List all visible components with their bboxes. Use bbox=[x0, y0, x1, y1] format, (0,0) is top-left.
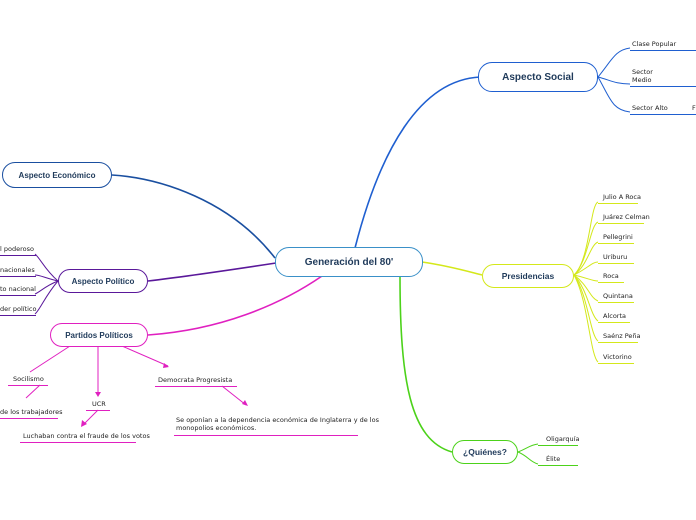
connector-social-sector-medio bbox=[597, 76, 631, 85]
underline bbox=[598, 243, 634, 244]
politico-item-2[interactable]: nacionales bbox=[0, 266, 35, 274]
underline bbox=[86, 410, 110, 411]
underline bbox=[598, 282, 624, 283]
node-partidos-politicos[interactable]: Partidos Políticos bbox=[50, 323, 148, 347]
presidente-9[interactable]: Victorino bbox=[603, 353, 632, 361]
node-aspecto-social[interactable]: Aspecto Social bbox=[478, 62, 598, 92]
partido-socialismo[interactable]: Socilismo bbox=[13, 375, 44, 383]
connector-politico bbox=[147, 262, 277, 282]
underline bbox=[0, 418, 58, 419]
underline bbox=[538, 445, 578, 446]
connector-presidencias bbox=[421, 261, 483, 276]
underline bbox=[538, 465, 578, 466]
democrata-detail[interactable]: Se oponían a la dependencia económica de… bbox=[176, 416, 379, 432]
underline bbox=[598, 342, 638, 343]
social-item-cut[interactable]: F bbox=[692, 104, 696, 112]
node-presidencias[interactable]: Presidencias bbox=[482, 264, 574, 288]
underline bbox=[174, 435, 358, 436]
underline bbox=[8, 385, 48, 386]
underline bbox=[20, 442, 136, 443]
presidente-1[interactable]: Julio A Roca bbox=[603, 193, 641, 201]
politico-item-4[interactable]: der político bbox=[0, 305, 37, 313]
node-aspecto-economico[interactable]: Aspecto Económico bbox=[2, 162, 112, 188]
underline bbox=[0, 315, 36, 316]
underline bbox=[0, 255, 36, 256]
underline bbox=[598, 203, 638, 204]
underline bbox=[598, 223, 644, 224]
social-item-clase-popular[interactable]: Clase Popular bbox=[632, 40, 677, 48]
underline bbox=[630, 86, 696, 87]
underline bbox=[598, 363, 634, 364]
underline bbox=[0, 295, 36, 296]
quienes-item-oligarquia[interactable]: Oligarquía bbox=[546, 435, 580, 443]
partido-ucr[interactable]: UCR bbox=[92, 400, 106, 408]
underline bbox=[630, 114, 696, 115]
connector-partidos bbox=[147, 275, 323, 336]
connector-economico bbox=[111, 174, 276, 259]
connector-social bbox=[354, 76, 481, 249]
socialismo-detail[interactable]: de los trabajadores bbox=[0, 408, 63, 416]
partido-democrata[interactable]: Democrata Progresista bbox=[158, 376, 233, 384]
presidente-4[interactable]: Uriburu bbox=[603, 253, 628, 261]
politico-item-3[interactable]: to nacional bbox=[0, 285, 36, 293]
presidente-3[interactable]: Pellegrini bbox=[603, 233, 633, 241]
underline bbox=[155, 386, 237, 387]
node-quienes[interactable]: ¿Quiénes? bbox=[452, 440, 518, 464]
quienes-item-elite[interactable]: Élite bbox=[546, 455, 561, 463]
node-aspecto-politico[interactable]: Aspecto Político bbox=[58, 269, 148, 293]
social-item-sector-medio[interactable]: Sector Medio bbox=[632, 68, 653, 84]
presidente-7[interactable]: Alcorta bbox=[603, 312, 627, 320]
presidente-6[interactable]: Quintana bbox=[603, 292, 633, 300]
politico-item-1[interactable]: l poderoso bbox=[0, 245, 34, 253]
central-node[interactable]: Generación del 80' bbox=[275, 247, 423, 277]
connector-social-clase-popular bbox=[597, 47, 631, 78]
social-item-sector-alto[interactable]: Sector Alto bbox=[632, 104, 668, 112]
connector-quienes bbox=[399, 275, 453, 453]
underline bbox=[630, 50, 696, 51]
underline bbox=[598, 302, 634, 303]
underline bbox=[598, 322, 630, 323]
presidente-8[interactable]: Saénz Peña bbox=[603, 332, 641, 340]
underline bbox=[598, 263, 634, 264]
connector-social-sector-alto bbox=[597, 76, 631, 113]
ucr-detail[interactable]: Luchaban contra el fraude de los votos bbox=[23, 432, 150, 440]
underline bbox=[0, 276, 36, 277]
presidente-5[interactable]: Roca bbox=[603, 272, 619, 280]
presidente-2[interactable]: Juárez Celman bbox=[603, 213, 650, 221]
